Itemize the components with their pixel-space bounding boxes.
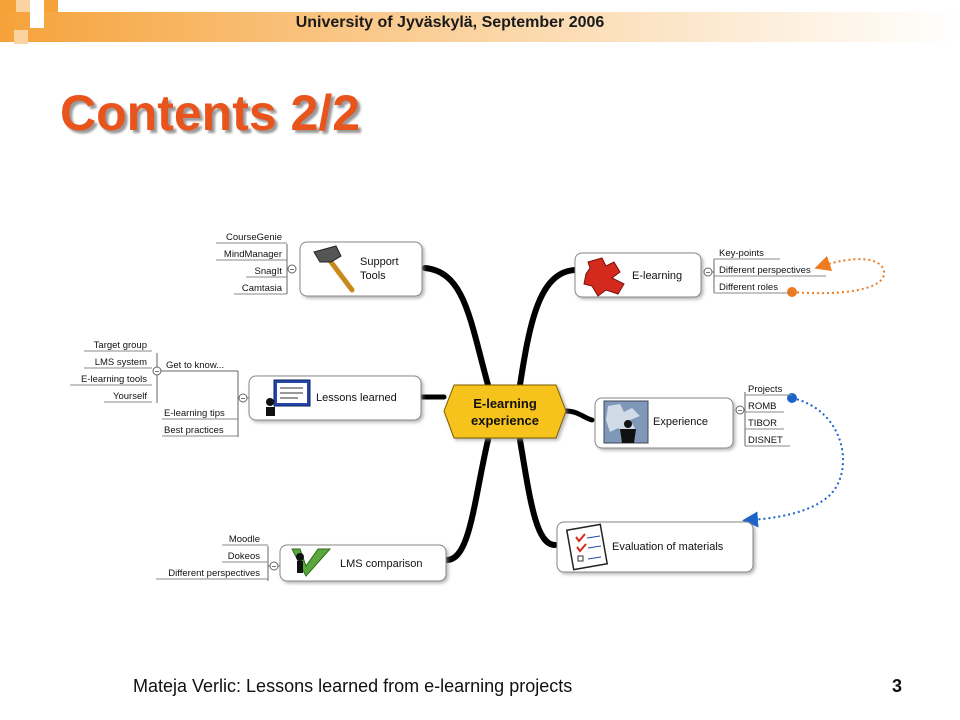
puzzle-person-icon (603, 400, 649, 444)
lms-comparison-collapse-glyph: − (272, 562, 277, 571)
blue-relation-arrow (742, 397, 844, 528)
support-tools-label-line1: Support (360, 256, 399, 268)
lms-comparison-node[interactable]: LMS comparison (279, 544, 447, 582)
get-to-know-collapse-toggle[interactable] (152, 366, 162, 376)
presenter-icon (266, 379, 311, 416)
orange-relation-arrow (791, 255, 886, 295)
experience-collapse-glyph: − (738, 406, 743, 415)
lessons-learned-leaves: Get to know... − Target group LMS system… (70, 340, 238, 437)
leaf-yourself[interactable]: Yourself (113, 391, 147, 402)
leaf-elearning-tips[interactable]: E-learning tips (164, 408, 225, 419)
leaf-camtasia[interactable]: Camtasia (242, 283, 283, 294)
lessons-learned-node[interactable]: Lessons learned (248, 375, 422, 421)
leaf-mindmanager[interactable]: MindManager (224, 249, 282, 260)
leaf-romb[interactable]: ROMB (748, 401, 777, 412)
get-to-know-collapse-glyph: − (155, 367, 160, 376)
hammer-icon (313, 245, 355, 293)
elearning-label: E-learning (632, 270, 682, 282)
leaf-different-perspectives-lms[interactable]: Different perspectives (168, 568, 260, 579)
leaf-disnet[interactable]: DISNET (748, 435, 783, 446)
leaf-moodle[interactable]: Moodle (229, 534, 260, 545)
elearning-node[interactable]: E-learning (574, 252, 702, 298)
leaf-target-group[interactable]: Target group (94, 340, 147, 351)
support-tools-label-line2: Tools (360, 270, 386, 282)
lessons-learned-collapse-glyph: − (241, 394, 246, 403)
support-tools-collapse-toggle[interactable] (287, 264, 297, 274)
experience-collapse-toggle[interactable] (735, 405, 745, 415)
experience-label: Experience (653, 416, 708, 428)
leaf-different-roles[interactable]: Different roles (719, 282, 778, 293)
page-number: 3 (891, 676, 902, 696)
experience-leaves: Projects ROMB TIBOR DISNET (745, 384, 792, 447)
leaf-coursegenie[interactable]: CourseGenie (226, 232, 282, 243)
evaluation-node[interactable]: Evaluation of materials (556, 521, 754, 573)
lessons-learned-collapse-toggle[interactable] (238, 393, 248, 403)
center-label-line2: experience (471, 413, 539, 428)
top-decoration (0, 0, 960, 44)
leaf-elearning-tools[interactable]: E-learning tools (81, 374, 147, 385)
checkmark-icon (291, 548, 332, 577)
header-title: University of Jyväskylä, September 2006 (295, 14, 605, 31)
support-tools-collapse-glyph: − (290, 265, 295, 274)
main-connectors (419, 265, 595, 563)
leaf-get-to-know[interactable]: Get to know... (166, 360, 224, 371)
checklist-icon (565, 523, 609, 571)
leaf-tibor[interactable]: TIBOR (748, 418, 777, 429)
leaf-snagit[interactable]: SnagIt (255, 266, 283, 277)
elearning-leaves: Key-points Different perspectives Differ… (714, 248, 826, 294)
slide-title: Contents 2/2 (60, 85, 361, 141)
leaf-best-practices[interactable]: Best practices (164, 425, 224, 436)
lessons-learned-label: Lessons learned (316, 392, 397, 404)
elearning-collapse-glyph: − (706, 268, 711, 277)
lms-comparison-collapse-toggle[interactable] (269, 561, 279, 571)
leaf-lms-system[interactable]: LMS system (95, 357, 147, 368)
evaluation-label: Evaluation of materials (612, 541, 724, 553)
leaf-different-perspectives[interactable]: Different perspectives (719, 265, 811, 276)
leaf-dokeos[interactable]: Dokeos (228, 551, 260, 562)
footer-text: Mateja Verlic: Lessons learned from e-le… (133, 676, 573, 696)
center-label-line1: E-learning (473, 396, 537, 411)
lms-comparison-leaves: Moodle Dokeos Different perspectives (156, 534, 268, 580)
experience-node[interactable]: Experience (594, 397, 734, 449)
center-node[interactable]: E-learning experience (443, 384, 567, 439)
elearning-collapse-toggle[interactable] (703, 267, 713, 277)
leaf-projects[interactable]: Projects (748, 384, 783, 395)
leaf-key-points[interactable]: Key-points (719, 248, 764, 259)
puzzle-icon (583, 257, 625, 297)
lms-comparison-label: LMS comparison (340, 558, 423, 570)
orange-relation-dot (787, 287, 797, 297)
support-tools-leaves: CourseGenie MindManager SnagIt Camtasia (216, 232, 287, 295)
support-tools-node[interactable]: Support Tools (299, 241, 423, 297)
